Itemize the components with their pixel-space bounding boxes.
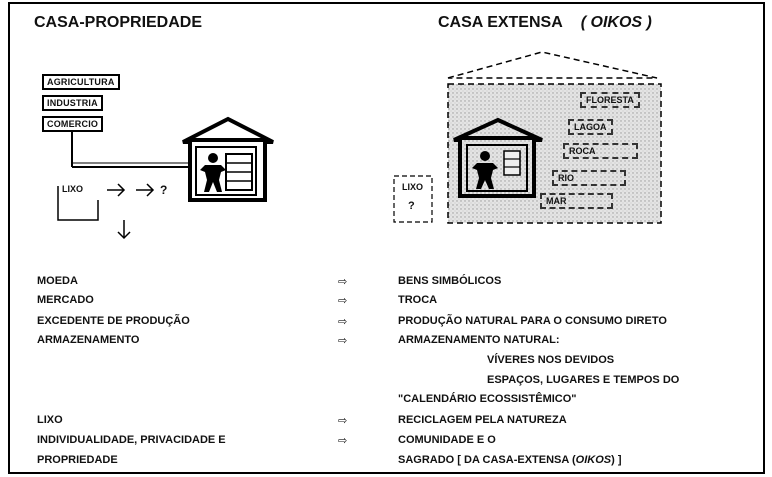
row-left-mercado: MERCADO <box>37 294 94 306</box>
arrow-icon: ⇨ <box>338 295 348 307</box>
sub-line-calendario: "CALENDÁRIO ECOSSISTÊMICO" <box>398 393 577 405</box>
left-lixo-label: LIXO <box>62 184 84 194</box>
row-right-armazenamento: ARMAZENAMENTO NATURAL: <box>398 334 560 346</box>
sub-line-viveres: VÍVERES NOS DEVIDOS <box>487 354 615 366</box>
right-title: CASA EXTENSA ( OIKOS ) <box>438 14 652 32</box>
row-right-comunidade: COMUNIDADE E O <box>398 434 496 446</box>
roca-box: ROCA <box>563 143 638 159</box>
rio-box: RIO <box>552 170 627 186</box>
left-lixo-bin <box>57 186 99 221</box>
arrow-icon: ⇨ <box>338 335 348 347</box>
row-left-individualidade: INDIVIDUALIDADE, PRIVACIDADE E <box>37 434 226 446</box>
industria-box: INDUSTRIA <box>42 95 103 111</box>
row-right-reciclagem: RECICLAGEM PELA NATUREZA <box>398 414 567 426</box>
arrow-icon: ⇨ <box>338 316 348 328</box>
row-left-lixo: LIXO <box>37 414 63 426</box>
right-house-icon <box>453 117 543 198</box>
comercio-box: COMERCIO <box>42 116 104 132</box>
down-arrow-icon <box>117 220 131 240</box>
left-question-mark: ? <box>160 183 168 197</box>
row-right-bens: BENS SIMBÓLICOS <box>398 275 502 287</box>
agricultura-box: AGRICULTURA <box>42 74 120 90</box>
lagoa-box: LAGOA <box>568 119 613 135</box>
right-question-mark: ? <box>408 200 415 212</box>
sub-line-espacos: ESPAÇOS, LUGARES E TEMPOS DO <box>487 374 680 386</box>
diagram-frame <box>8 2 765 474</box>
left-title: CASA-PROPRIEDADE <box>34 14 203 31</box>
arrow-icon: ⇨ <box>338 415 348 427</box>
row-left-armazenamento: ARMAZENAMENTO <box>37 334 140 346</box>
right-lixo-label: LIXO <box>402 182 424 192</box>
right-arrow-icon <box>107 183 126 197</box>
row-left-excedente: EXCEDENTE DE PRODUÇÃO <box>37 315 190 327</box>
right-lixo-bin <box>393 175 433 223</box>
sagrado-text-b: ) ] <box>611 454 622 466</box>
mar-box: MAR <box>540 193 613 209</box>
left-house-icon <box>182 116 274 202</box>
row-left-moeda: MOEDA <box>37 275 78 287</box>
right-title-text: CASA EXTENSA <box>438 14 563 31</box>
right-arrow-icon-2 <box>136 183 155 197</box>
sagrado-oikos: OIKOS <box>575 454 612 466</box>
oikos-label: ( OIKOS ) <box>580 14 652 31</box>
row-left-propriedade: PROPRIEDADE <box>37 454 118 466</box>
floresta-box: FLORESTA <box>580 92 640 108</box>
arrow-icon: ⇨ <box>338 276 348 288</box>
row-right-producao: PRODUÇÃO NATURAL PARA O CONSUMO DIRETO <box>398 315 667 327</box>
arrow-icon: ⇨ <box>338 435 348 447</box>
row-right-sagrado: SAGRADO [ DA CASA-EXTENSA (OIKOS) ] <box>398 454 621 466</box>
row-right-troca: TROCA <box>398 294 438 306</box>
sagrado-text-a: SAGRADO [ DA CASA-EXTENSA ( <box>398 454 576 466</box>
